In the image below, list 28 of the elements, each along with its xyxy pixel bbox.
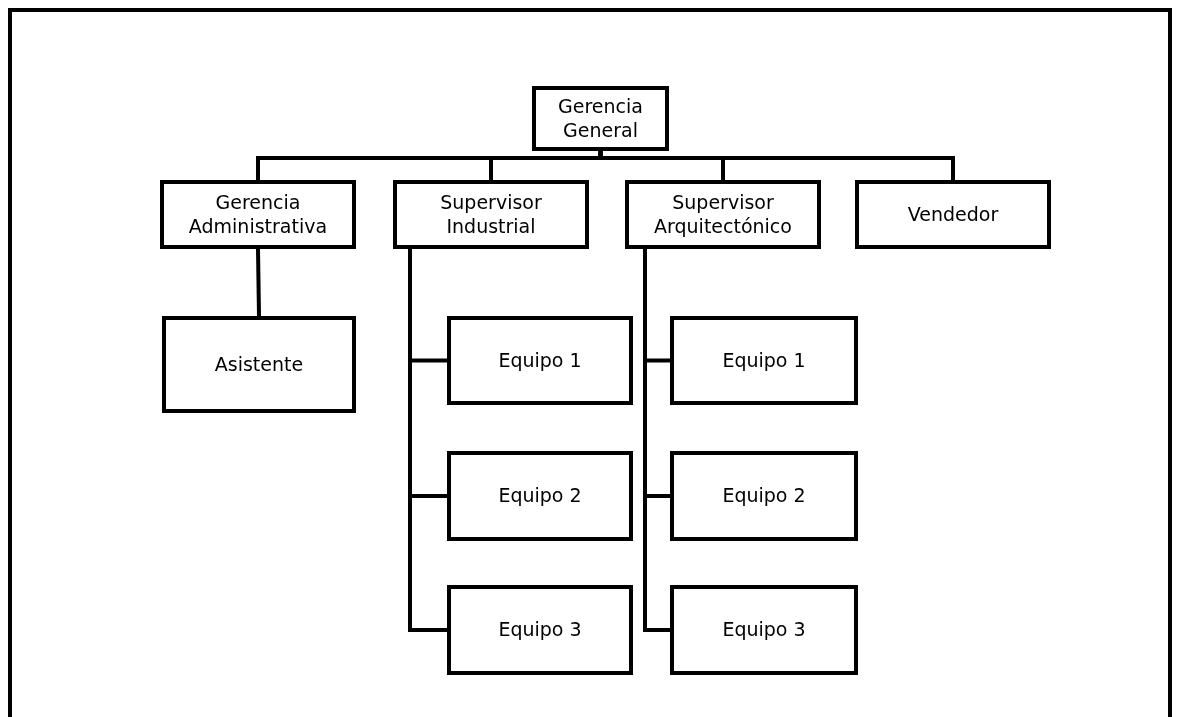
role-label: Asistente [214, 352, 304, 377]
role-label: Equipo 2 [498, 484, 582, 508]
org-box [447, 585, 633, 675]
org-box [532, 86, 669, 151]
role-label: Gerencia Administrativa [187, 190, 329, 239]
role-label: Gerencia General [557, 94, 644, 143]
org-box [670, 316, 858, 405]
role-label: Vendedor [907, 202, 999, 227]
org-box [625, 180, 821, 249]
org-box [855, 180, 1051, 249]
role-label: Equipo 3 [498, 618, 582, 642]
role-label: Equipo 1 [722, 348, 806, 373]
org-box [393, 180, 589, 249]
connector-line [256, 248, 261, 317]
org-box [447, 316, 633, 405]
role-label: Supervisor Industrial [439, 190, 543, 239]
role-label: Equipo 3 [722, 618, 806, 642]
role-label: Supervisor Arquitectónico [653, 190, 793, 239]
org-box [670, 451, 858, 541]
connector-line [643, 249, 670, 632]
role-label: Equipo 1 [498, 348, 582, 373]
org-box [447, 451, 633, 541]
connector-line [408, 249, 447, 632]
org-box [160, 180, 356, 249]
role-label: Equipo 2 [722, 484, 806, 508]
org-box [162, 316, 356, 413]
connector-line [598, 151, 955, 180]
org-box [670, 585, 858, 675]
